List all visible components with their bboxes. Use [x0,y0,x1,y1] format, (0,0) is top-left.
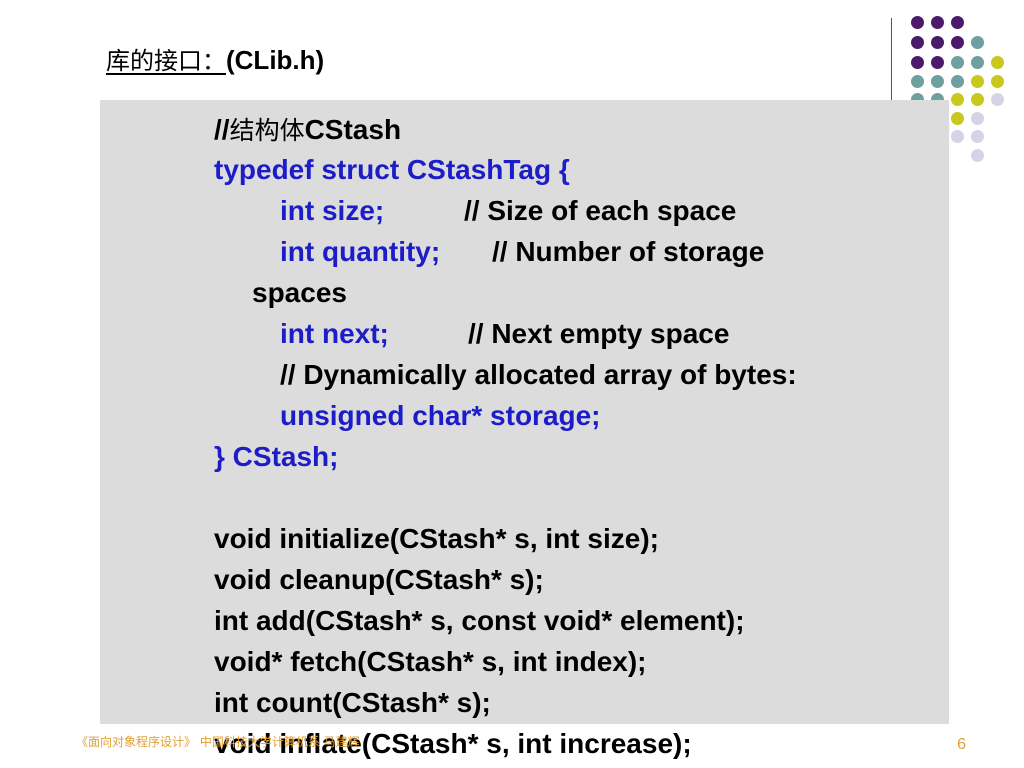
decorative-dot [931,75,944,88]
code-panel [100,100,949,724]
decorative-dot [931,16,944,29]
field-quantity-comment: // Number of storage [492,236,765,267]
comment-struct-name: CStash [304,114,402,145]
decorative-dot [911,75,924,88]
function-declaration: int add(CStash* s, const void* element); [214,605,745,636]
field-next-decl: int next; [280,318,389,349]
decorative-dot [911,16,924,29]
storage-comment-line: // Dynamically allocated array of bytes: [280,359,797,390]
struct-comment-line: //结构体CStash [214,110,401,150]
field-size-decl: int size; [280,195,385,226]
slide-title-chinese: 库的接口： [106,47,226,75]
decorative-dot [991,93,1004,106]
struct-close-line: } CStash; [214,441,339,472]
page-number: 6 [957,736,966,753]
decorative-dot [971,36,984,49]
decorative-dot [911,56,924,69]
decorative-dot [951,75,964,88]
decorative-dot [951,130,964,143]
decorative-dot [911,36,924,49]
field-quantity-line: int quantity; // Number of storage [280,232,764,272]
decorative-dot [951,36,964,49]
decorative-dot [951,112,964,125]
decorative-dot [971,75,984,88]
decorative-dot [971,93,984,106]
footer-text: 《面向对象程序设计》 中国科技大学计算机系 马建辉 [76,735,360,749]
decorative-dot [971,130,984,143]
decorative-dot [931,36,944,49]
field-next-line: int next; // Next empty space [280,314,729,354]
comment-prefix: // [214,114,230,145]
decorative-dot [991,56,1004,69]
slide-title-filename: (CLib.h) [226,45,325,75]
decorative-dot [971,56,984,69]
decorative-dot [951,56,964,69]
decorative-dot [971,112,984,125]
decorative-dot [991,75,1004,88]
function-declaration: int count(CStash* s); [214,687,491,718]
decorative-dot [931,56,944,69]
field-size-line: int size; // Size of each space [280,191,736,231]
field-quantity-decl: int quantity; [280,236,441,267]
function-declaration: void initialize(CStash* s, int size); [214,523,659,554]
comment-chinese: 结构体 [229,116,305,145]
function-declaration: void inflate(CStash* s, int increase); [214,728,692,759]
function-declaration: void cleanup(CStash* s); [214,564,544,595]
decorative-divider [891,18,892,102]
field-next-comment: // Next empty space [468,318,730,349]
field-quantity-comment-continuation: spaces [252,277,347,308]
field-size-comment: // Size of each space [464,195,737,226]
field-storage-line: unsigned char* storage; [280,400,601,431]
function-declaration: void* fetch(CStash* s, int index); [214,646,647,677]
slide-title: 库的接口：(CLib.h) [106,40,324,81]
struct-open-line: typedef struct CStashTag { [214,154,570,185]
decorative-dot [951,93,964,106]
decorative-dot [951,16,964,29]
decorative-dot [971,149,984,162]
